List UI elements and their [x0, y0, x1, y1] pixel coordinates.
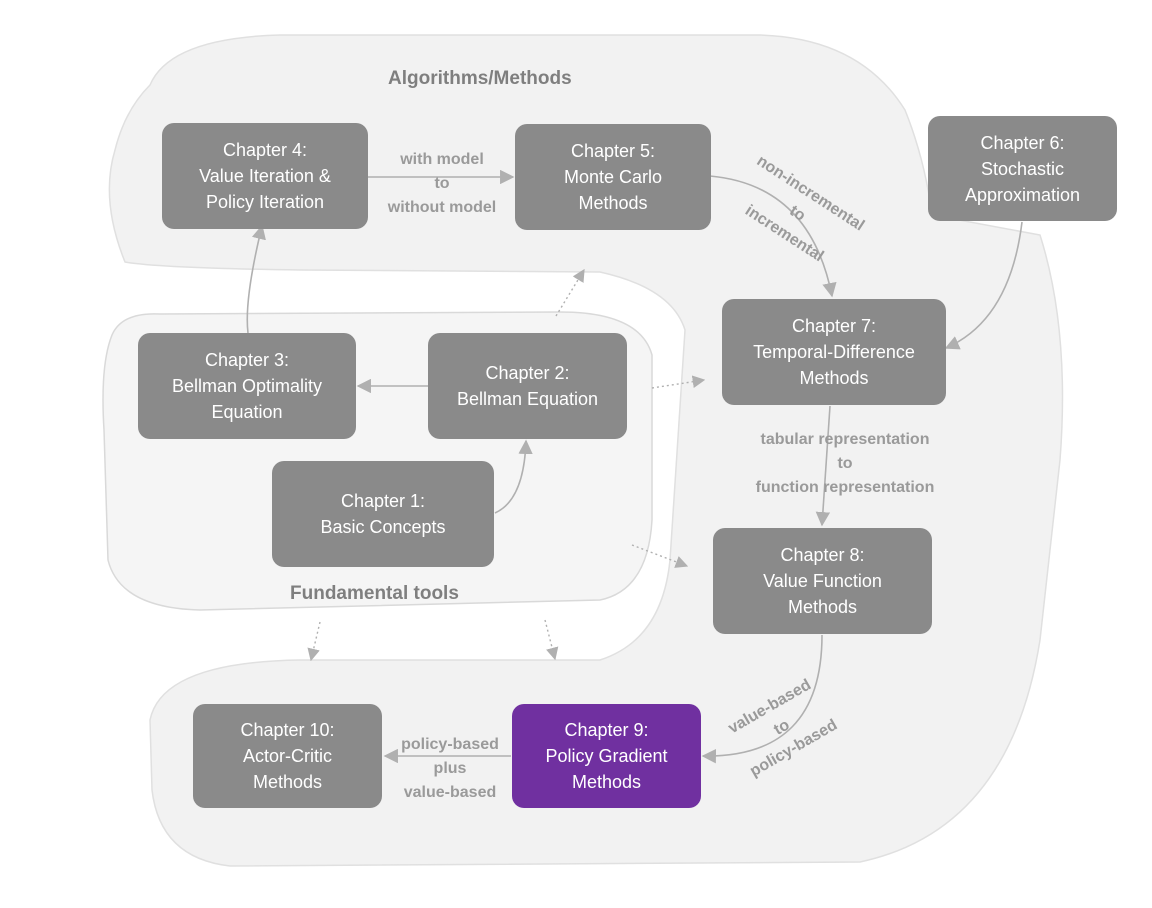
- edge-label-ch7-ch8: tabular representation to function repre…: [740, 428, 950, 500]
- arrow-ch6-ch7: [944, 221, 1023, 350]
- chapter-8-box[interactable]: Chapter 8: Value Function Methods: [713, 528, 932, 634]
- arrow-ch8-ch9: [701, 634, 823, 764]
- arrow-ch1-ch2: [494, 439, 533, 514]
- fundamental-title: Fundamental tools: [290, 583, 459, 604]
- chapter-4-heading: Chapter 4:: [222, 140, 308, 160]
- edge-label-ch7-ch8-line3: function representation: [755, 479, 935, 496]
- chapter-8-title-line1: Value Function: [763, 571, 882, 591]
- chapter-3-heading: Chapter 3:: [204, 350, 290, 370]
- chapter-6-box[interactable]: Chapter 6: Stochastic Approximation: [928, 116, 1117, 221]
- chapter-2-title-line1: Bellman Equation: [456, 389, 599, 409]
- chapter-3-title-line2: Equation: [211, 402, 283, 422]
- chapter-9-title-line2: Methods: [571, 772, 642, 792]
- chapter-4-title-line1: Value Iteration &: [199, 166, 331, 186]
- chapter-10-title-line1: Actor-Critic: [243, 746, 332, 766]
- chapter-2-heading: Chapter 2:: [485, 363, 570, 383]
- edge-label-ch4-ch5-line2: to: [434, 175, 450, 192]
- chapter-9-title-line1: Policy Gradient: [545, 746, 668, 766]
- edge-label-ch4-ch5-line3: without model: [387, 199, 497, 216]
- chapter-3-box[interactable]: Chapter 3: Bellman Optimality Equation: [138, 333, 356, 439]
- arrow-ch7-ch8: [815, 405, 831, 527]
- chapter-1-title-line1: Basic Concepts: [320, 517, 446, 537]
- chapter-10-heading: Chapter 10:: [240, 720, 335, 740]
- edge-label-ch4-ch5-line1: with model: [400, 151, 484, 168]
- chapter-6-title-line1: Stochastic: [980, 158, 1065, 179]
- dotted-arrow-fund-ch7: [651, 375, 706, 389]
- chapter-5-heading: Chapter 5:: [570, 141, 656, 161]
- algorithms-title: Algorithms/Methods: [388, 68, 572, 89]
- chapter-7-box[interactable]: Chapter 7: Temporal-Difference Methods: [722, 299, 946, 405]
- edge-label-ch7-ch8-line2: to: [837, 455, 853, 472]
- arrow-ch3-ch4: [246, 224, 266, 334]
- chapter-5-title-line2: Methods: [578, 193, 648, 213]
- chapter-1-heading: Chapter 1:: [340, 491, 426, 511]
- chapter-1-box[interactable]: Chapter 1: Basic Concepts: [272, 461, 494, 567]
- chapter-5-box[interactable]: Chapter 5: Monte Carlo Methods: [515, 124, 711, 230]
- chapter-3-title-line1: Bellman Optimality: [171, 376, 323, 396]
- chapter-9-heading: Chapter 9:: [564, 720, 649, 740]
- chapter-8-heading: Chapter 8:: [780, 545, 865, 565]
- chapter-10-title-line2: Methods: [252, 772, 323, 792]
- chapter-4-box[interactable]: Chapter 4: Value Iteration & Policy Iter…: [162, 123, 368, 229]
- arrow-ch5-ch7: [709, 175, 837, 298]
- chapter-5-title-line1: Monte Carlo: [563, 167, 663, 187]
- chapter-9-box[interactable]: Chapter 9: Policy Gradient Methods: [512, 704, 701, 808]
- edge-label-ch9-ch10-line3: value-based: [403, 784, 497, 801]
- edge-label-ch9-ch10-line2: plus: [433, 760, 467, 777]
- chapter-6-heading: Chapter 6:: [980, 132, 1065, 153]
- algorithms-region: [108, 34, 1064, 867]
- dotted-arrow-fund-bottom-left: [307, 621, 321, 662]
- chapter-8-title-line2: Methods: [787, 597, 858, 617]
- edge-label-ch7-ch8-line1: tabular representation: [760, 431, 930, 448]
- chapter-4-title-line2: Policy Iteration: [205, 192, 325, 212]
- chapter-7-heading: Chapter 7:: [791, 316, 877, 336]
- dotted-arrow-fund-bottom-right: [544, 619, 559, 661]
- edge-label-ch4-ch5: with model to without model: [374, 148, 510, 220]
- chapter-7-title-line1: Temporal-Difference: [753, 342, 915, 362]
- edge-label-ch9-ch10: policy-based plus value-based: [388, 733, 512, 805]
- dotted-arrow-fund-alg-top: [555, 268, 585, 317]
- chapter-6-title-line2: Approximation: [964, 184, 1081, 205]
- chapter-10-box[interactable]: Chapter 10: Actor-Critic Methods: [193, 704, 382, 808]
- chapter-7-title-line2: Methods: [799, 368, 869, 388]
- chapter-2-box[interactable]: Chapter 2: Bellman Equation: [428, 333, 627, 439]
- edge-label-ch9-ch10-line1: policy-based: [401, 736, 499, 753]
